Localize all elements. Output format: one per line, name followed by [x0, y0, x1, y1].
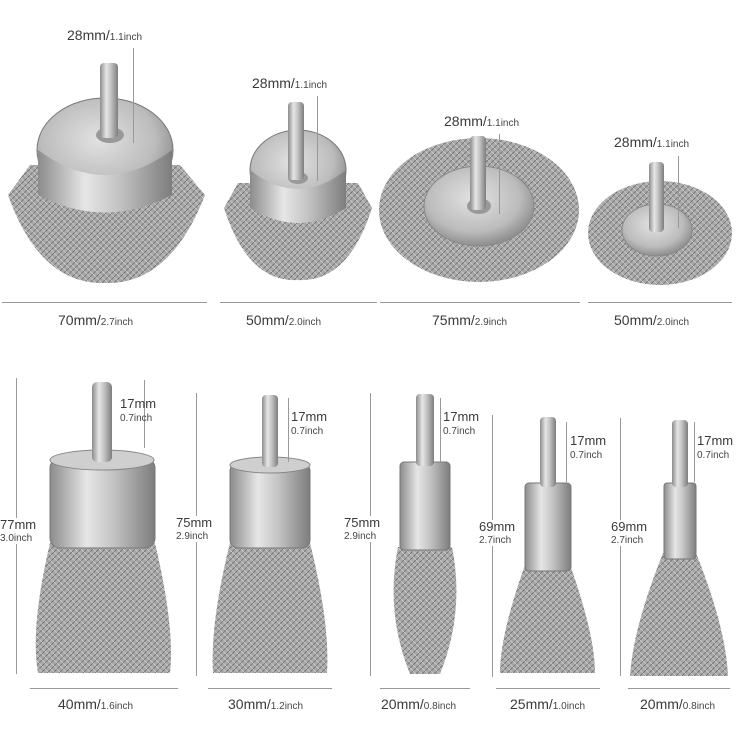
- end-brush-20mm-image: [630, 420, 728, 676]
- length-label: 75mm 2.9inch: [176, 515, 213, 542]
- shank-length-label: 17mm 0.7inch: [291, 409, 328, 437]
- diameter-label: 50mm/2.0inch: [246, 312, 322, 328]
- dimension-line: [440, 398, 441, 462]
- cup-brush-70mm-image: [8, 63, 205, 284]
- diameter-label: 75mm/2.9inch: [432, 312, 508, 328]
- dimension-line: [628, 688, 730, 689]
- dimension-line: [2, 302, 207, 303]
- dimension-line: [678, 156, 679, 228]
- diameter-label: 20mm/0.8inch: [640, 696, 716, 712]
- shank-length-label: 17mm 0.7inch: [570, 433, 607, 461]
- dimension-line: [588, 302, 732, 303]
- diameter-label: 40mm/1.6inch: [58, 696, 134, 712]
- wheel-brush-50mm-image: [588, 162, 732, 285]
- dimension-line: [208, 688, 332, 689]
- dimension-line: [694, 422, 695, 482]
- diameter-label: 25mm/1.0inch: [510, 696, 586, 712]
- shank-length-label: 28mm/1.1inch: [252, 75, 328, 91]
- end-brush-25mm-image: [500, 417, 595, 673]
- dimension-line: [30, 688, 178, 689]
- dimension-line: [499, 134, 500, 214]
- length-label: 77mm 3.0inch: [0, 517, 37, 544]
- dimension-line: [380, 302, 580, 303]
- dimension-line: [496, 688, 600, 689]
- diameter-label: 50mm/2.0inch: [614, 312, 690, 328]
- dimension-line: [492, 415, 493, 677]
- shank-length-label: 28mm/1.1inch: [67, 27, 143, 43]
- end-brush-30mm-image: [212, 395, 328, 673]
- shank-length-label: 28mm/1.1inch: [614, 134, 690, 150]
- dimension-line: [566, 422, 567, 482]
- length-label: 69mm 2.7inch: [479, 519, 516, 546]
- shank-length-label: 17mm 0.7inch: [443, 409, 480, 437]
- shank-length-label: 17mm 0.7inch: [120, 396, 157, 424]
- dimension-line: [288, 398, 289, 462]
- wheel-brush-75mm-image: [379, 136, 579, 282]
- dimension-line: [133, 48, 134, 143]
- diameter-label: 30mm/1.2inch: [228, 696, 304, 712]
- dimension-line: [380, 688, 470, 689]
- dimension-line: [620, 418, 621, 676]
- length-label: 69mm 2.7inch: [611, 519, 648, 546]
- diameter-label: 70mm/2.7inch: [58, 312, 134, 328]
- shank-length-label: 28mm/1.1inch: [444, 113, 520, 129]
- shank-length-label: 17mm 0.7inch: [697, 433, 734, 461]
- dimension-line: [220, 302, 377, 303]
- pencil-brush-20mm-image: [393, 394, 457, 674]
- length-label: 75mm 2.9inch: [344, 515, 381, 542]
- dimension-line: [317, 96, 318, 181]
- cup-brush-50mm-image: [224, 102, 372, 281]
- end-brush-40mm-image: [35, 382, 171, 673]
- diameter-label: 20mm/0.8inch: [381, 696, 457, 712]
- dimension-line: [144, 380, 145, 448]
